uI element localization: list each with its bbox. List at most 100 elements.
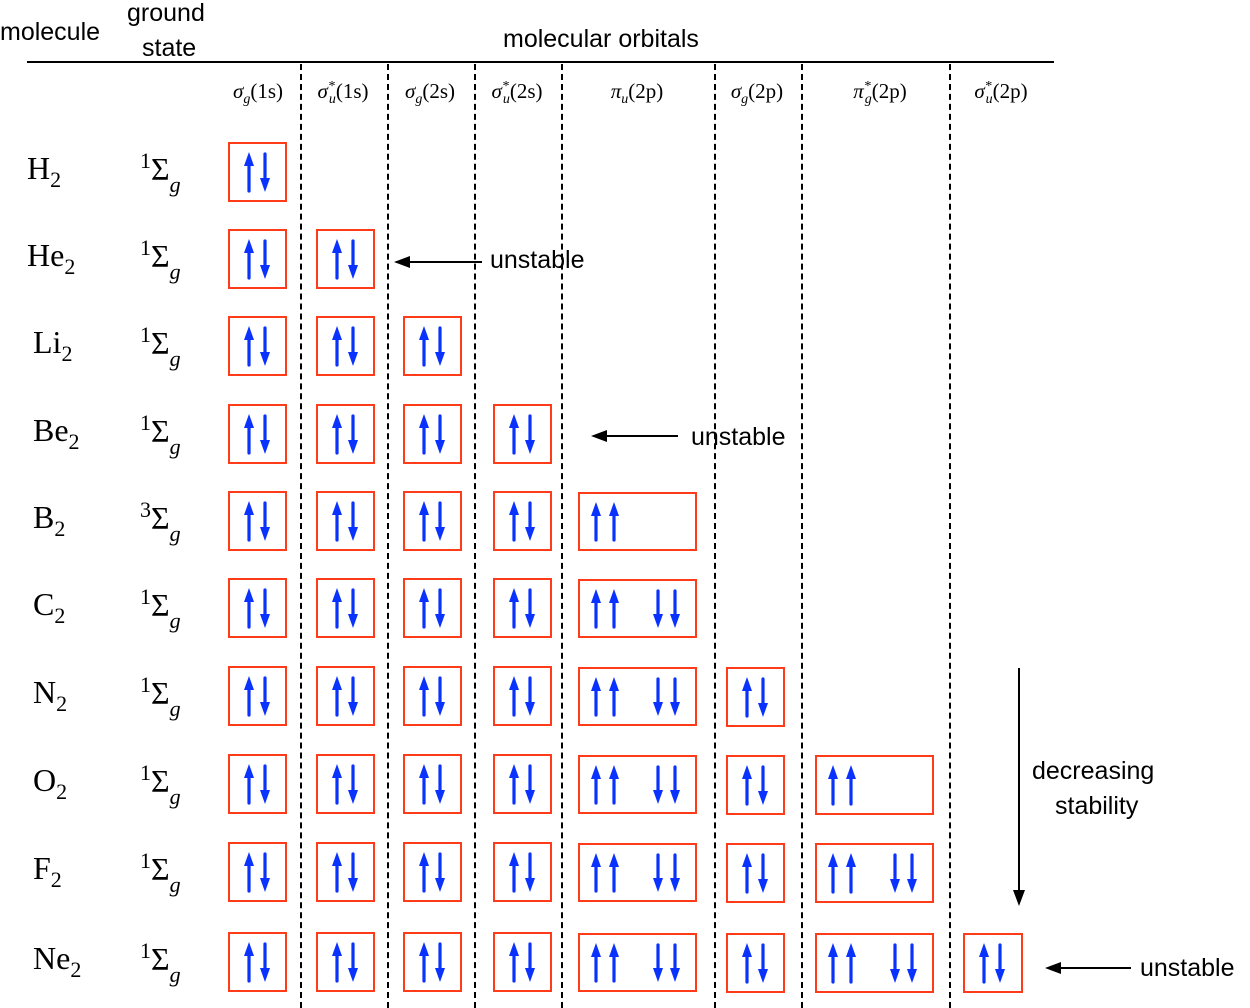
spin-arrows-icon bbox=[332, 414, 358, 455]
orbital-shell: (1s) bbox=[335, 79, 369, 103]
term-symbol: Σ bbox=[151, 941, 170, 977]
orbital-box-su2s bbox=[493, 491, 552, 551]
orbital-box-sg1s bbox=[228, 842, 287, 902]
spin-arrows-icon bbox=[419, 588, 445, 629]
spin-arrows-icon bbox=[509, 764, 535, 805]
spin-multiplicity: 1 bbox=[140, 938, 151, 963]
orbital-box-sg1s bbox=[228, 404, 287, 464]
orbital-subscript: u bbox=[328, 92, 336, 107]
spin-multiplicity: 1 bbox=[140, 672, 151, 697]
spin-multiplicity: 1 bbox=[140, 235, 151, 260]
orbital-box-su1s bbox=[316, 229, 375, 289]
ground-state-term: 3Σg bbox=[140, 497, 181, 547]
spin-arrows-icon bbox=[332, 852, 358, 893]
element-symbol: N bbox=[33, 674, 57, 710]
term-symbol: Σ bbox=[151, 587, 170, 623]
spin-arrows-icon bbox=[244, 852, 270, 893]
element-symbol: B bbox=[33, 499, 55, 535]
orbital-box-su1s bbox=[316, 754, 375, 814]
orbital-box-sg2s bbox=[403, 491, 462, 551]
molecule-name: C2 bbox=[33, 586, 65, 629]
parity: g bbox=[169, 259, 181, 284]
term-symbol: Σ bbox=[151, 675, 170, 711]
spin-multiplicity: 1 bbox=[140, 410, 151, 435]
spin-arrows-icon bbox=[591, 765, 680, 805]
spin-arrows-icon bbox=[244, 942, 270, 983]
ground-state-term: 1Σg bbox=[140, 584, 181, 634]
atom-count: 2 bbox=[54, 516, 66, 541]
spin-arrows-icon bbox=[244, 501, 270, 542]
element-symbol: Ne bbox=[33, 940, 71, 976]
spin-arrows-icon bbox=[244, 239, 270, 280]
spin-arrows-icon bbox=[828, 943, 917, 984]
molecule-name: Ne2 bbox=[33, 940, 81, 983]
orbital-box-pu2p bbox=[578, 933, 697, 992]
molecule-name: He2 bbox=[27, 237, 75, 280]
column-divider bbox=[300, 64, 302, 1008]
spin-multiplicity: 1 bbox=[140, 322, 151, 347]
ground-state-term: 1Σg bbox=[140, 672, 181, 722]
parity: g bbox=[169, 872, 181, 897]
spin-arrows-icon bbox=[591, 853, 680, 893]
orbital-box-sg1s bbox=[228, 142, 287, 202]
element-symbol: Be bbox=[33, 412, 69, 448]
atom-count: 2 bbox=[68, 429, 80, 454]
orbital-box-sg1s bbox=[228, 666, 287, 726]
orbital-subscript: u bbox=[621, 92, 629, 107]
term-symbol: Σ bbox=[151, 413, 170, 449]
spin-arrows-icon bbox=[828, 853, 917, 894]
spin-arrows-icon bbox=[742, 943, 768, 984]
spin-arrows-icon bbox=[742, 853, 768, 894]
atom-count: 2 bbox=[56, 779, 68, 804]
orbital-shell: (1s) bbox=[250, 79, 284, 103]
orbital-box-sg1s bbox=[228, 932, 287, 992]
ground-state-header-line1: ground bbox=[127, 0, 205, 27]
column-divider bbox=[474, 64, 476, 1008]
molecule-name: O2 bbox=[33, 762, 67, 805]
orbital-box-su2p bbox=[963, 933, 1023, 993]
parity: g bbox=[169, 962, 181, 987]
parity: g bbox=[169, 521, 181, 546]
orbital-box-sg1s bbox=[228, 578, 287, 638]
orbital-box-pu2p bbox=[578, 843, 697, 902]
orbital-symbol: π bbox=[610, 79, 622, 103]
spin-arrows-icon bbox=[244, 414, 270, 455]
spin-arrows-icon bbox=[591, 677, 680, 717]
trend-label-line2: stability bbox=[1055, 792, 1139, 820]
he2-unstable-label: unstable bbox=[490, 246, 585, 274]
molecular-orbitals-header: molecular orbitals bbox=[503, 25, 699, 53]
orbital-box-sg2s bbox=[403, 932, 462, 992]
orbital-box-pu2p bbox=[578, 755, 697, 814]
spin-multiplicity: 1 bbox=[140, 584, 151, 609]
orbital-box-su2s bbox=[493, 404, 552, 464]
column-divider bbox=[387, 64, 389, 1008]
spin-arrows-icon bbox=[591, 502, 619, 542]
orbital-box-pg2p bbox=[815, 933, 934, 993]
spin-arrows-icon bbox=[419, 501, 445, 542]
spin-arrows-icon bbox=[332, 764, 358, 805]
orbital-shell: (2p) bbox=[748, 79, 784, 103]
orbital-star: * bbox=[863, 79, 871, 94]
column-divider bbox=[801, 64, 803, 1008]
spin-arrows-icon bbox=[419, 676, 445, 717]
parity: g bbox=[169, 784, 181, 809]
molecule-name: N2 bbox=[33, 674, 67, 717]
orbital-star: * bbox=[984, 79, 992, 94]
molecule-name: F2 bbox=[33, 850, 62, 893]
term-symbol: Σ bbox=[151, 763, 170, 799]
orbital-box-sg2s bbox=[403, 404, 462, 464]
ne2-unstable-arrow-icon bbox=[1045, 962, 1131, 974]
parity: g bbox=[169, 172, 181, 197]
orbital-star: * bbox=[501, 79, 509, 94]
ground-state-term: 1Σg bbox=[140, 760, 181, 810]
spin-arrows-icon bbox=[742, 765, 768, 806]
term-symbol: Σ bbox=[151, 851, 170, 887]
orbital-symbol: σ bbox=[730, 79, 742, 103]
element-symbol: H bbox=[27, 150, 51, 186]
orbital-shell: (2p) bbox=[871, 79, 907, 103]
element-symbol: C bbox=[33, 586, 55, 622]
spin-arrows-icon bbox=[419, 942, 445, 983]
spin-arrows-icon bbox=[244, 764, 270, 805]
spin-arrows-icon bbox=[244, 326, 270, 367]
